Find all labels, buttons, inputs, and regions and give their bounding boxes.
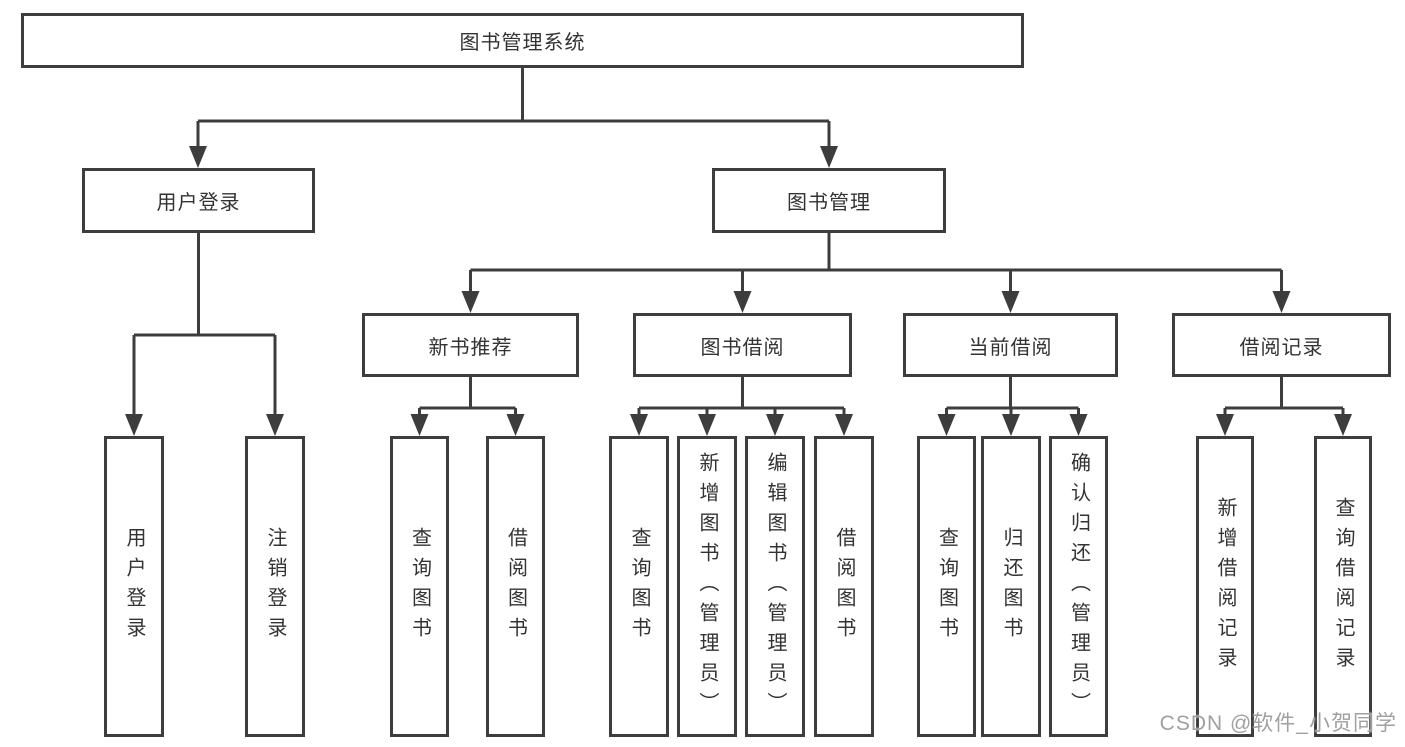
connector-book-borrow — [637, 377, 846, 416]
leaf-logout: 注销登录 — [245, 436, 305, 737]
leaf-records-query-record: 查询借阅记录 — [1314, 436, 1372, 737]
leaf-records-add-record: 新增借阅记录 — [1196, 436, 1254, 737]
connector-new-book — [418, 377, 517, 416]
node-user-login: 用户登录 — [82, 168, 315, 233]
leaf-borrow-query-books: 查询图书 — [609, 436, 669, 737]
leaf-user-login: 用户登录 — [104, 436, 164, 737]
leaf-borrow-borrow-books: 借阅图书 — [814, 436, 874, 737]
connector-borrow-records — [1223, 377, 1345, 416]
leaf-current-query-books: 查询图书 — [917, 436, 976, 737]
node-new-book-recommend: 新书推荐 — [362, 313, 579, 377]
leaf-recommend-borrow-books: 借阅图书 — [486, 436, 545, 737]
node-current-borrow: 当前借阅 — [903, 313, 1118, 377]
leaf-borrow-add-books-admin: 新增图书（管理员） — [677, 436, 737, 737]
leaf-borrow-edit-books-admin: 编辑图书（管理员） — [745, 436, 805, 737]
connector-root-trunk — [196, 68, 831, 150]
node-book-borrow: 图书借阅 — [633, 313, 852, 377]
connector-user-login — [132, 233, 277, 416]
arrowheads — [125, 146, 1352, 436]
connector-current-borrow — [945, 377, 1080, 416]
node-book-management: 图书管理 — [712, 168, 946, 233]
csdn-watermark: CSDN @软件_小贺同学 — [1159, 712, 1397, 735]
connector-book-mgmt — [469, 233, 1283, 292]
leaf-current-confirm-return-admin: 确认归还（管理员） — [1049, 436, 1108, 737]
leaf-current-return-books: 归还图书 — [981, 436, 1041, 737]
node-library-management-system: 图书管理系统 — [21, 13, 1024, 68]
node-borrow-records: 借阅记录 — [1172, 313, 1391, 377]
leaf-recommend-query-books: 查询图书 — [390, 436, 449, 737]
